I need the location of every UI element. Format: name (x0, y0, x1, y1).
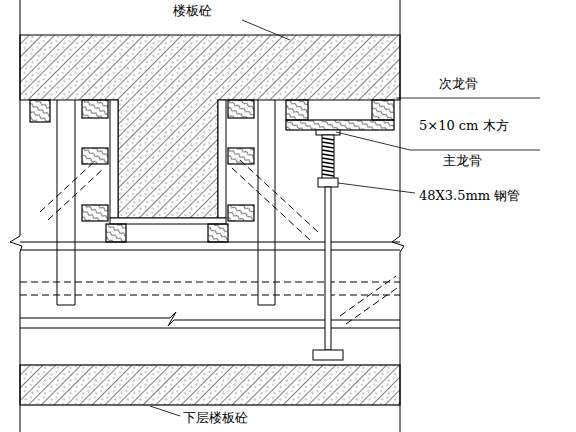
slab-label: 楼板砼 (172, 3, 213, 19)
secondary-joist-label: 次龙骨 (438, 76, 479, 92)
timber-size-label: 5×10 cm 木方 (418, 118, 510, 134)
steel-tube-label: 48X3.5mm 钢管 (418, 188, 521, 204)
lower-slab-label: 下层楼板砼 (182, 410, 249, 426)
main-joist-label: 主龙骨 (442, 153, 483, 169)
